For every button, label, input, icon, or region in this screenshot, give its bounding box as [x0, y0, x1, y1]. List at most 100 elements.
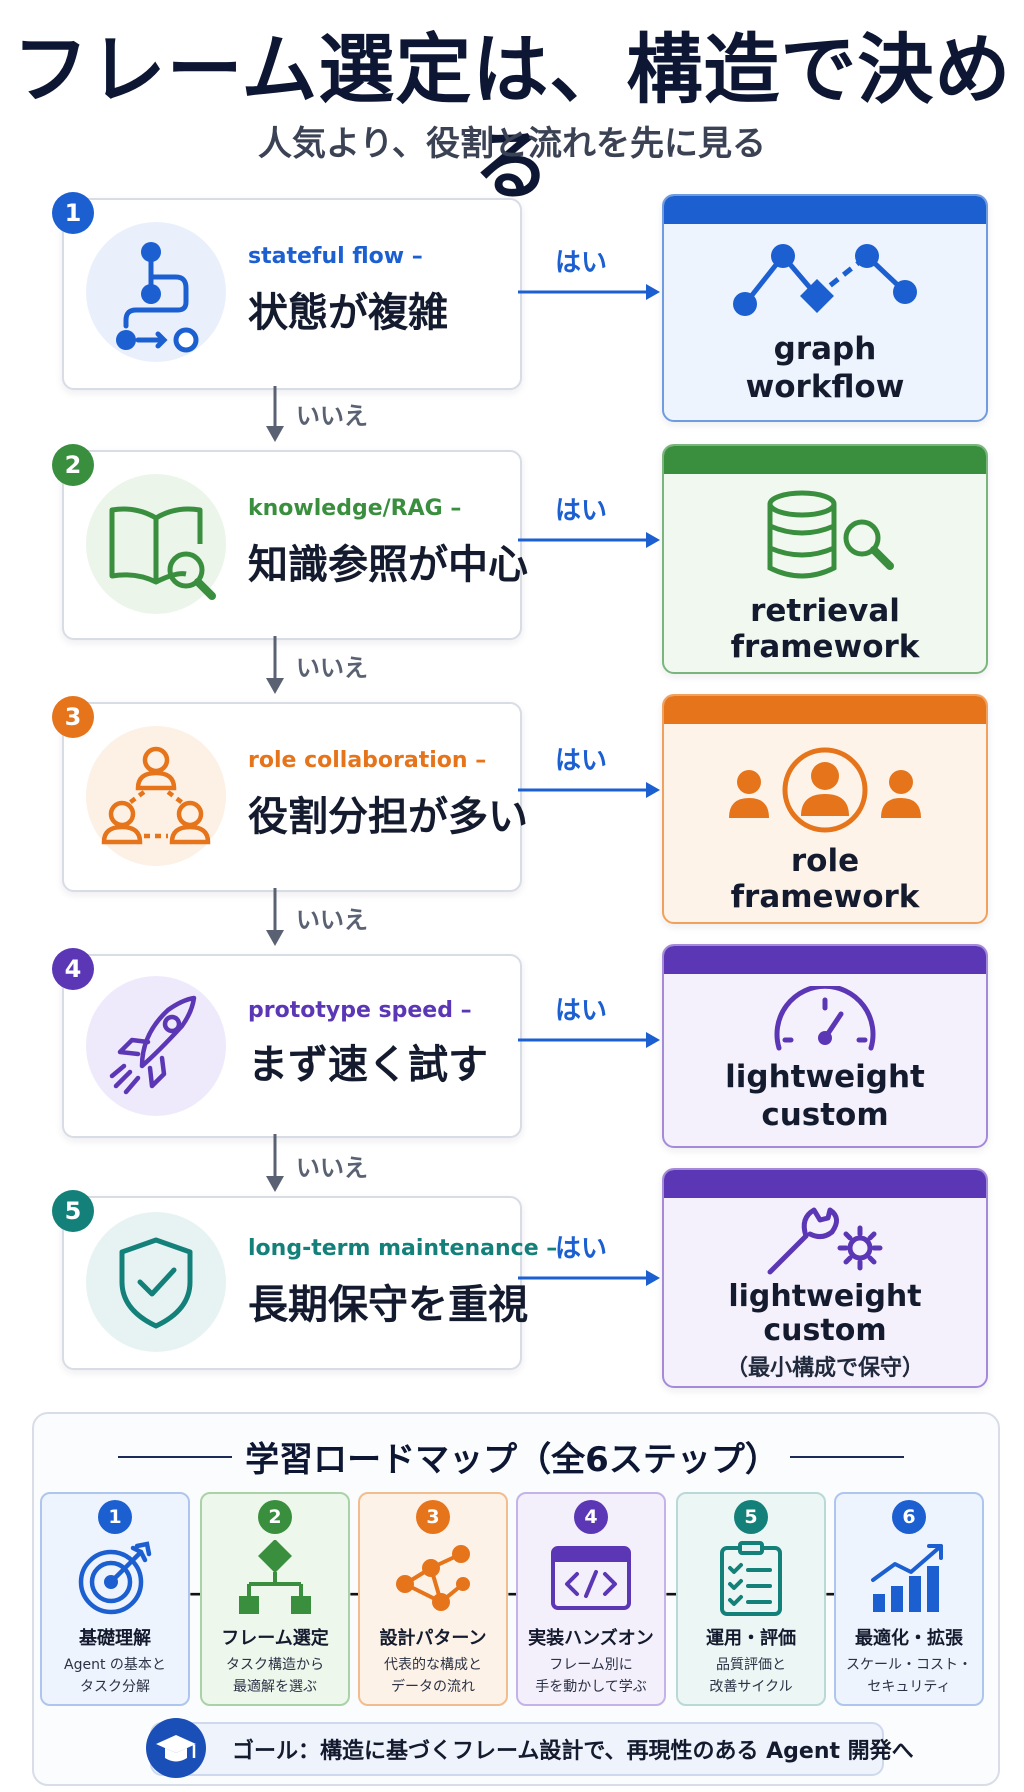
step-number-badge: 6 [892, 1500, 926, 1534]
step-number-badge: 3 [52, 696, 94, 738]
step-desc: スケール・コスト・ [846, 1657, 972, 1673]
flowchart-icon [202, 1540, 348, 1616]
flow-state-icon [86, 222, 226, 362]
answer-line-1: graph [773, 331, 877, 367]
step-desc: データの流れ [391, 1679, 475, 1695]
answer-card-3: role framework [662, 694, 988, 924]
yes-arrow [518, 532, 660, 548]
goal-text: ゴール：構造に基づくフレーム設計で、再現性のある Agent 開発へ [232, 1739, 914, 1764]
question-label: role collaboration – [248, 748, 487, 773]
step-desc: タスク構造から [226, 1657, 324, 1673]
yes-arrow [518, 1032, 660, 1048]
question-card-5: long-term maintenance – 長期保守を重視 [62, 1196, 557, 1370]
yes-arrow [518, 782, 660, 798]
yes-arrow [518, 1270, 660, 1286]
speedometer-icon [664, 986, 986, 1056]
answer-card-2: retrieval framework [662, 444, 988, 674]
step-title: 実装ハンズオン [528, 1628, 654, 1649]
step-number-badge: 3 [416, 1500, 450, 1534]
step-number-badge: 4 [52, 948, 94, 990]
yes-label: はい [555, 746, 608, 776]
no-label: いいえ [296, 906, 368, 934]
step-number-badge: 2 [258, 1500, 292, 1534]
no-arrow [266, 636, 284, 694]
step-number-badge: 1 [98, 1500, 132, 1534]
growth-chart-icon [836, 1540, 982, 1616]
code-icon [518, 1540, 664, 1616]
step-title: 設計パターン [379, 1628, 487, 1649]
yes-arrow [518, 284, 660, 300]
roadmap-step-3: 3 設計パターン 代表的な構成と データの流れ [358, 1492, 508, 1706]
step-desc: セキュリティ [867, 1679, 951, 1695]
roadmap-step-6: 6 最適化・拡張 スケール・コスト・ セキュリティ [834, 1492, 984, 1706]
answer-card-4: lightweight custom [662, 944, 988, 1148]
step-desc: 代表的な構成と [384, 1657, 482, 1673]
step-desc: 最適解を選ぶ [233, 1679, 317, 1695]
answer-line-2: framework [730, 879, 920, 915]
divider [790, 1456, 904, 1458]
roadmap-title: 学習ロードマップ（全6ステップ） [245, 1440, 779, 1480]
question-card-2: knowledge/RAG – 知識参照が中心 [62, 450, 528, 640]
wrench-gear-icon [664, 1204, 986, 1280]
roadmap-step-5: 5 運用・評価 品質評価と 改善サイクル [676, 1492, 826, 1706]
no-arrow [266, 888, 284, 946]
roadmap-step-4: 4 実装ハンズオン フレーム別に 手を動かして学ぶ [516, 1492, 666, 1706]
answer-line-2: workflow [745, 369, 905, 405]
answer-line-2: framework [730, 629, 920, 665]
no-arrow [266, 1134, 284, 1192]
answer-card-5: lightweight custom （最小構成で保守） [662, 1168, 988, 1388]
answer-note: （最小構成で保守） [725, 1356, 924, 1381]
database-search-icon [664, 488, 986, 584]
yes-label: はい [555, 496, 608, 526]
step-desc: 品質評価と [716, 1657, 786, 1673]
question-card-1: stateful flow – 状態が複雑 [62, 198, 522, 390]
step-number-badge: 4 [574, 1500, 608, 1534]
step-desc: フレーム別に [549, 1657, 633, 1673]
step-title: フレーム選定 [221, 1628, 329, 1649]
answer-line-1: lightweight [728, 1279, 922, 1314]
step-number-badge: 5 [52, 1190, 94, 1232]
question-card-4: prototype speed – まず速く試す [62, 954, 522, 1138]
answer-line-2: custom [761, 1097, 889, 1133]
roadmap-step-1: 1 基礎理解 Agent の基本と タスク分解 [40, 1492, 190, 1706]
page-subtitle: 人気より、役割と流れを先に見る [258, 124, 766, 164]
answer-line-1: lightweight [725, 1059, 925, 1095]
step-desc: タスク分解 [80, 1679, 150, 1695]
yes-label: はい [555, 248, 608, 278]
answer-card-1: graph workflow [662, 194, 988, 422]
question-label: stateful flow – [248, 244, 423, 269]
answer-line-1: retrieval [750, 593, 900, 629]
step-desc: Agent の基本と [64, 1657, 166, 1673]
question-text: まず速く試す [248, 1042, 488, 1088]
network-icon [360, 1540, 506, 1616]
question-label: knowledge/RAG – [248, 496, 462, 521]
goal-banner [150, 1722, 884, 1776]
roadmap-step-2: 2 フレーム選定 タスク構造から 最適解を選ぶ [200, 1492, 350, 1706]
graph-icon [664, 242, 986, 322]
no-label: いいえ [296, 402, 368, 430]
rocket-icon [86, 976, 226, 1116]
step-desc: 改善サイクル [709, 1679, 793, 1695]
target-icon [42, 1540, 188, 1616]
question-text: 状態が複雑 [248, 290, 448, 336]
no-label: いいえ [296, 654, 368, 682]
team-roles-icon [86, 726, 226, 866]
question-text: 役割分担が多い [248, 794, 528, 840]
no-arrow [266, 386, 284, 442]
book-search-icon [86, 474, 226, 614]
yes-label: はい [555, 1234, 608, 1264]
question-label: long-term maintenance – [248, 1236, 558, 1261]
step-desc: 手を動かして学ぶ [535, 1679, 647, 1695]
role-group-icon [664, 738, 986, 838]
step-number-badge: 5 [734, 1500, 768, 1534]
question-text: 長期保守を重視 [248, 1282, 528, 1328]
shield-check-icon [86, 1212, 226, 1352]
step-title: 運用・評価 [706, 1628, 796, 1649]
question-label: prototype speed – [248, 998, 472, 1023]
step-title: 最適化・拡張 [855, 1628, 963, 1649]
divider [118, 1456, 232, 1458]
no-label: いいえ [296, 1154, 368, 1182]
answer-line-1: role [790, 843, 860, 879]
step-number-badge: 1 [52, 192, 94, 234]
step-number-badge: 2 [52, 444, 94, 486]
